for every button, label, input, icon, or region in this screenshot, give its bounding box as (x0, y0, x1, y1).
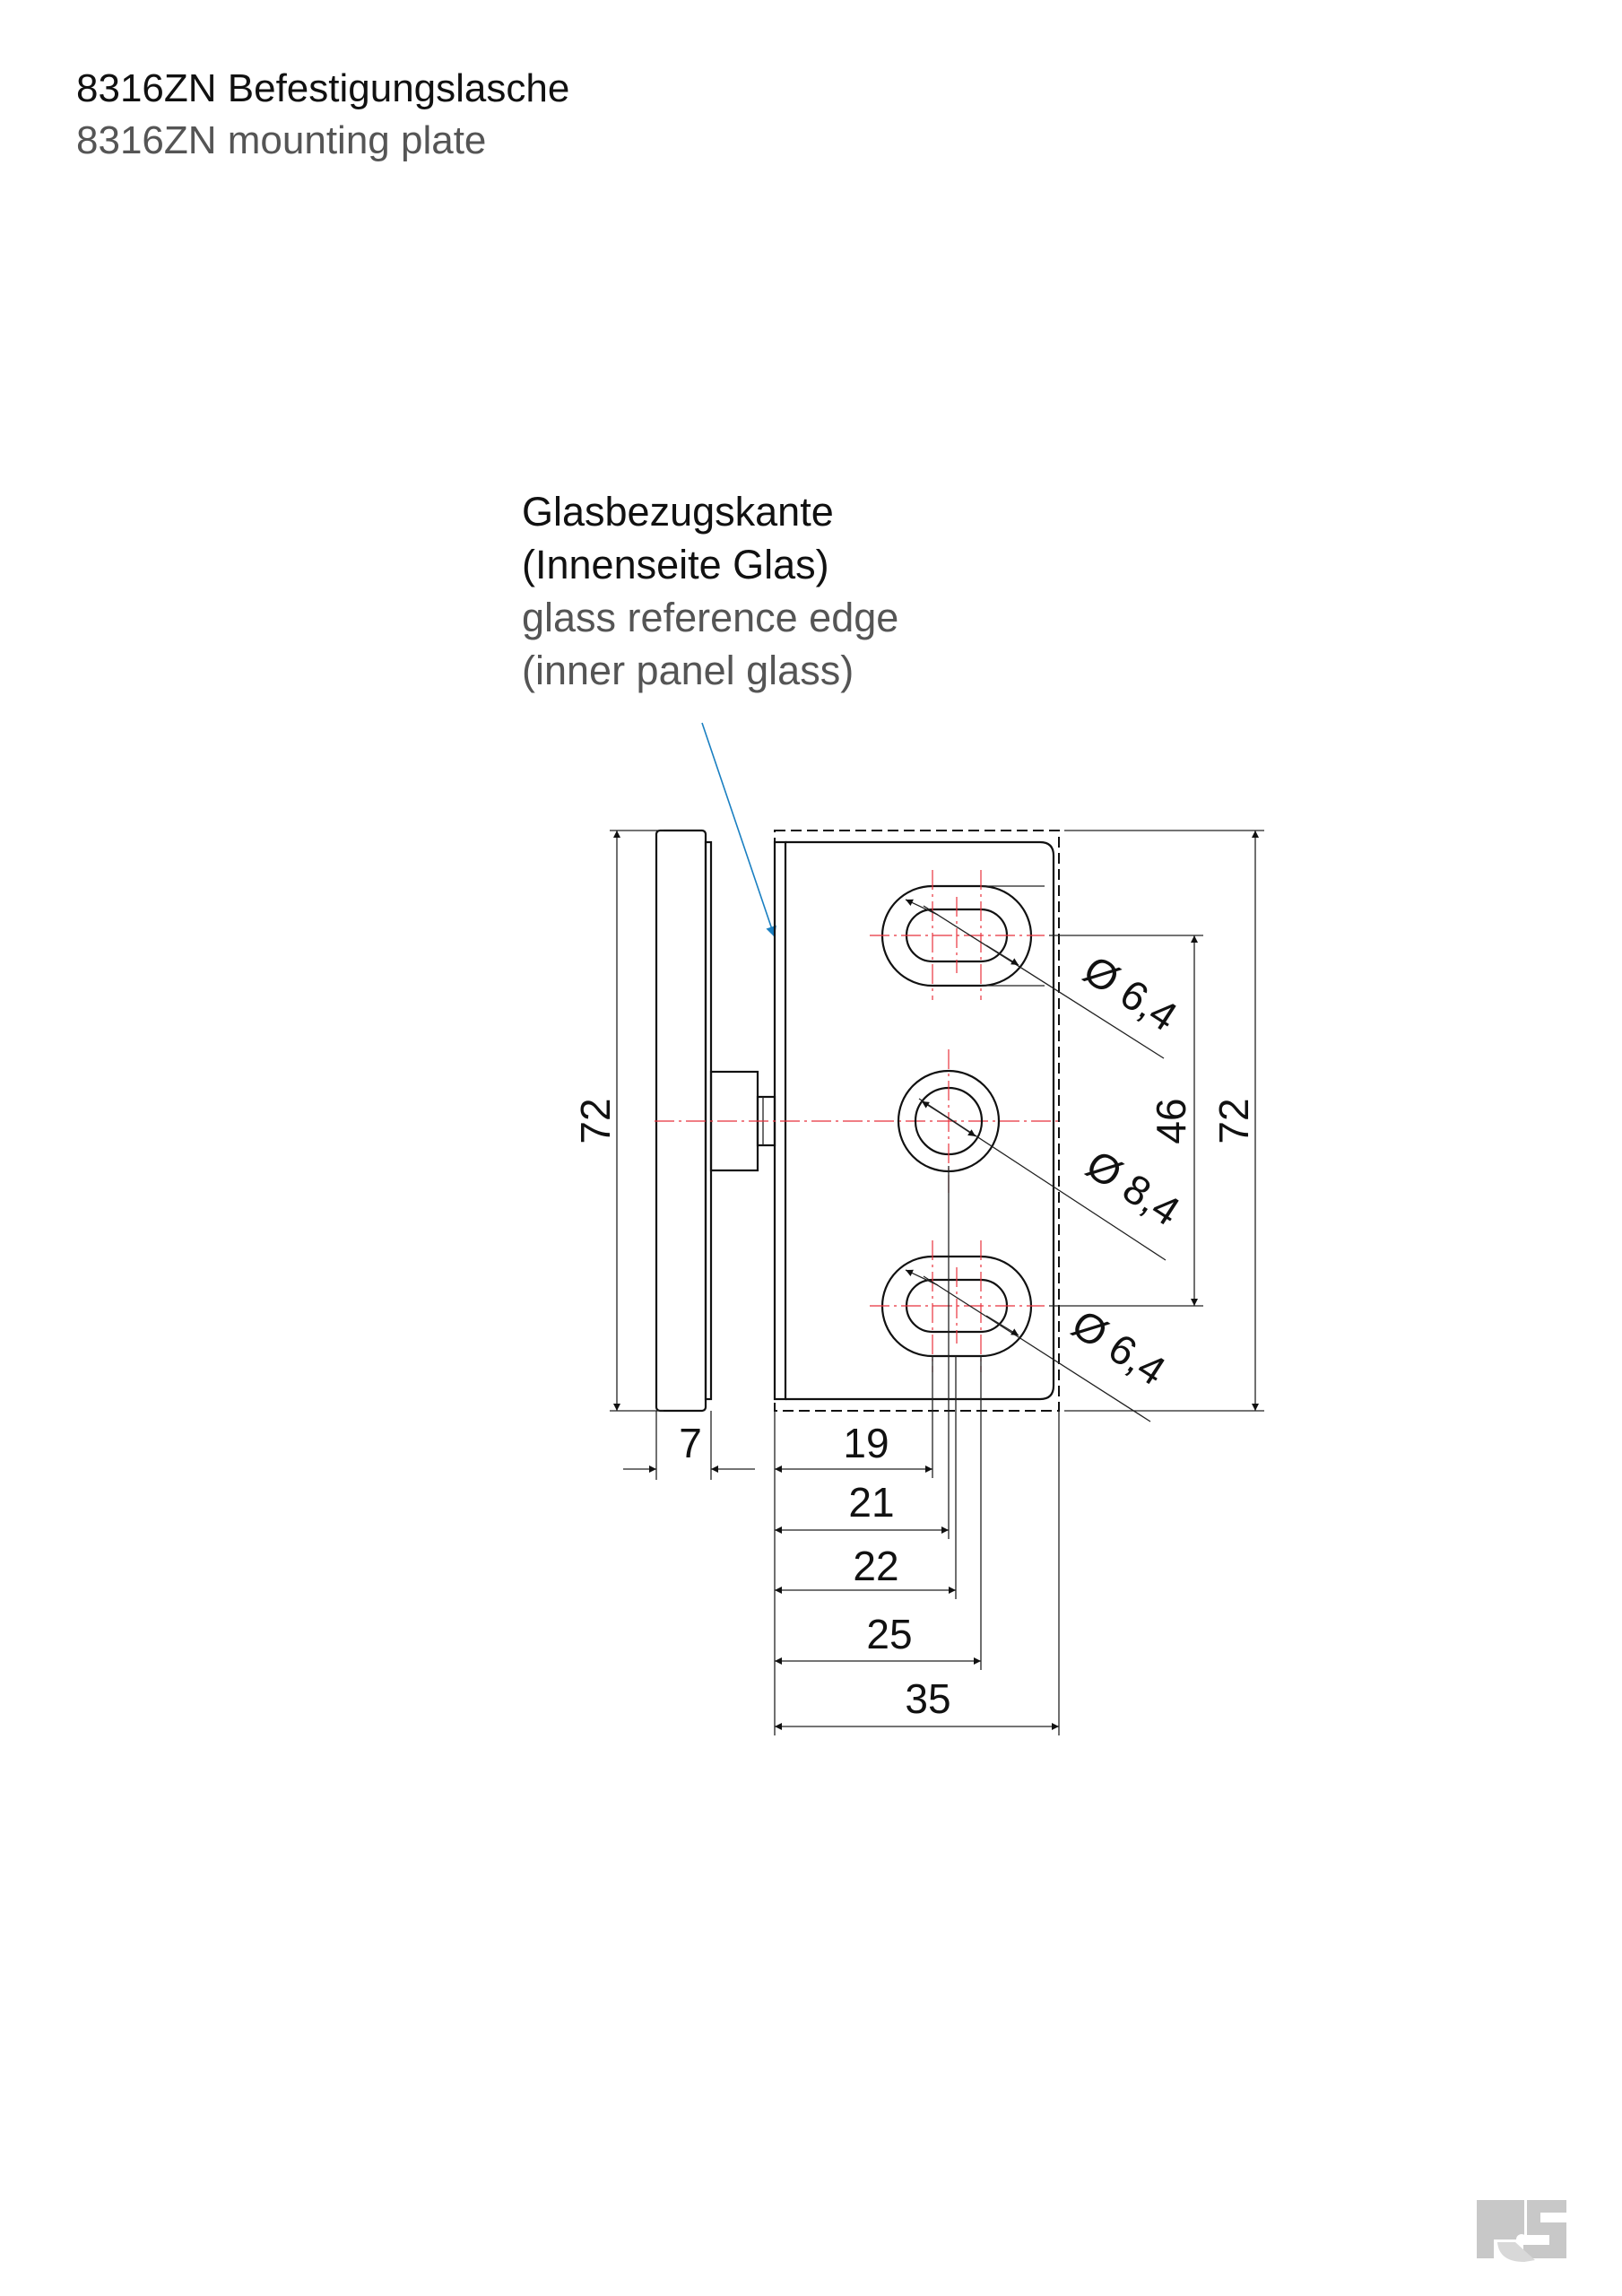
top-slot-hole (870, 870, 1045, 1000)
dim-thickness-7: 7 (679, 1420, 702, 1466)
dim-hole-spacing-46: 46 (1148, 1098, 1194, 1144)
bottom-slot-hole (870, 1240, 1045, 1372)
callout-line1-en: glass reference edge (522, 595, 898, 640)
title-german: 8316ZN Befestigungslasche (76, 66, 570, 110)
dim-right-72: 72 (1210, 1098, 1257, 1144)
title-english: 8316ZN mounting plate (76, 118, 487, 162)
callout-leader-arrow (701, 722, 776, 938)
dim-diameter-middle: Ø 8,4 (1079, 1141, 1189, 1235)
dim-19: 19 (843, 1420, 889, 1466)
dim-left-72: 72 (572, 1098, 619, 1144)
rs-logo (1477, 2200, 1566, 2262)
dimension-bottom: 7 19 21 22 25 35 (623, 1166, 1060, 1735)
dim-diameter-bottom: Ø 6,4 (1064, 1300, 1175, 1395)
glass-reference-callout: Glasbezugskante (Innenseite Glas) glass … (522, 489, 898, 938)
dim-25: 25 (866, 1611, 912, 1657)
dimension-right: 46 72 (1049, 830, 1264, 1412)
dim-35: 35 (905, 1675, 950, 1722)
dimension-left-height: 72 (572, 830, 664, 1412)
diameter-callouts: Ø 6,4 Ø 8,4 Ø 6,4 (905, 899, 1189, 1422)
dim-diameter-top: Ø 6,4 (1076, 946, 1186, 1040)
callout-line2-en: (inner panel glass) (522, 648, 854, 693)
dim-22: 22 (853, 1543, 898, 1589)
dim-21: 21 (848, 1479, 894, 1526)
front-view (655, 830, 1063, 1412)
callout-line1-de: Glasbezugskante (522, 489, 834, 535)
callout-line2-de: (Innenseite Glas) (522, 542, 829, 587)
